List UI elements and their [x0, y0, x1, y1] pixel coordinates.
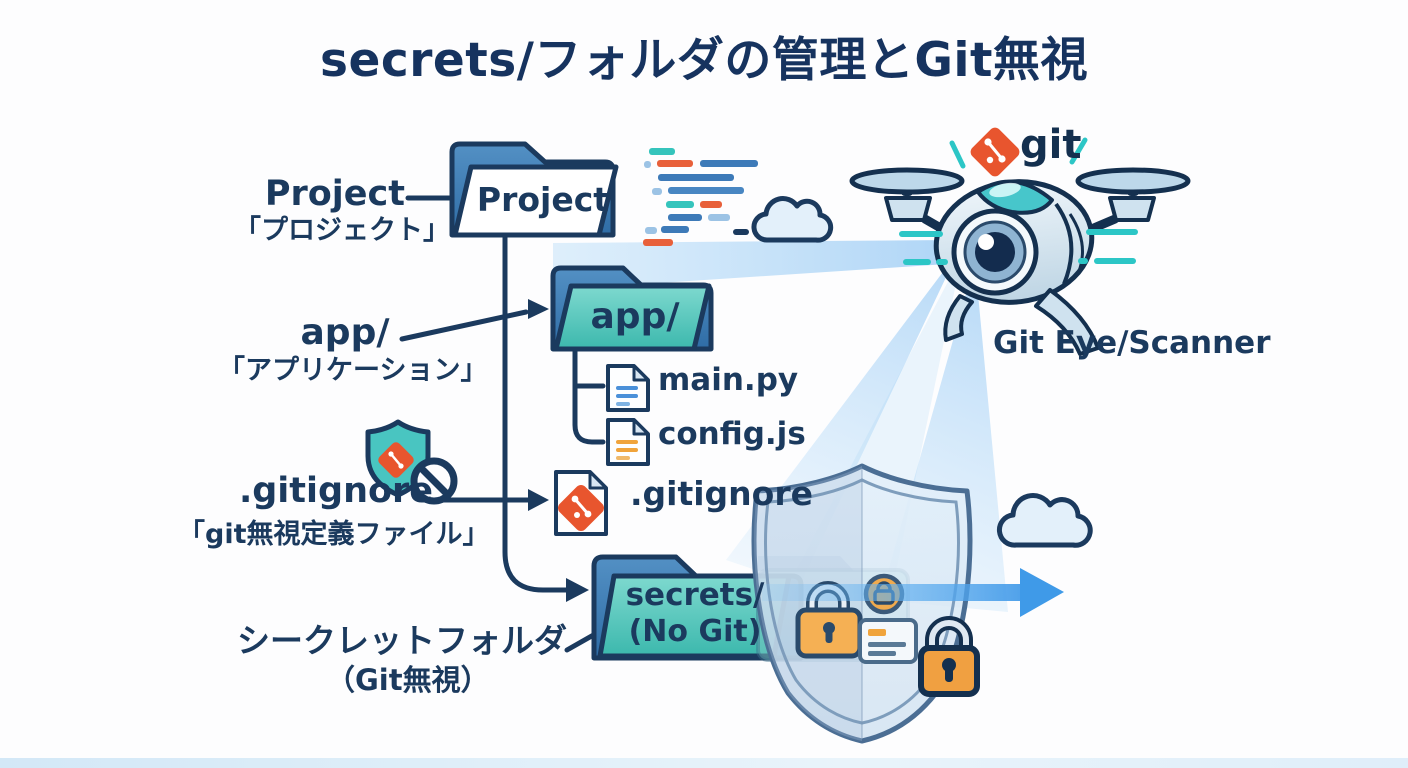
file-label-config-js: config.js	[658, 416, 806, 452]
drone-leg-right	[1034, 288, 1100, 356]
secrets-folder-label-line1: secrets/	[625, 577, 765, 613]
propeller-mount-right	[1108, 196, 1156, 222]
code-line-bar	[652, 188, 662, 195]
bottom-accent-band	[0, 758, 1408, 768]
code-line-bar	[658, 174, 734, 181]
code-snippet-decoration	[643, 148, 758, 246]
annotation-project-jp: 「プロジェクト」	[234, 215, 450, 246]
camera-eye-icon	[951, 208, 1039, 296]
propeller-mount-left	[884, 196, 932, 222]
cloud-small	[733, 196, 834, 243]
git-logo-diamond-icon	[949, 127, 1088, 177]
tree-arrowheads	[528, 299, 589, 602]
secrets-folder-label-line2: (No Git)	[628, 614, 762, 649]
code-line-bar	[668, 214, 702, 221]
file-label-gitignore: .gitignore	[630, 474, 813, 513]
code-line-bar	[644, 161, 651, 168]
code-line-bar	[661, 226, 689, 233]
project-folder	[449, 141, 619, 238]
app-folder	[550, 265, 714, 352]
code-line-bar	[657, 160, 693, 167]
code-line-bar	[666, 201, 694, 208]
flow-arrow	[762, 568, 1064, 617]
code-line-bar	[643, 239, 673, 246]
annotation-app-label: app/	[300, 312, 390, 353]
cloud-large	[996, 493, 1093, 548]
code-line-bar	[668, 187, 744, 194]
file-label-main-py: main.py	[658, 362, 799, 398]
propeller-right-icon	[1075, 167, 1191, 195]
secrets-folder	[591, 554, 804, 661]
git-scanner-drone	[849, 127, 1191, 356]
tree-connectors	[399, 195, 607, 653]
config-js-file-icon	[606, 418, 650, 466]
propeller-left-icon	[849, 167, 965, 195]
code-line-bar	[700, 201, 722, 208]
connector-app-subtree	[572, 347, 606, 445]
code-line-bar	[649, 148, 675, 155]
padlock-icon-right	[918, 616, 980, 697]
app-folder-label: app/	[590, 296, 680, 337]
connector-app-line	[399, 309, 529, 342]
annotation-project-label: Project	[264, 174, 405, 214]
annotation-gitignore-label: .gitignore	[238, 471, 434, 511]
gitignore-file-icon	[554, 470, 608, 536]
page-title: secrets/フォルダの管理とGit無視	[319, 33, 1089, 88]
project-folder-label: Project	[476, 180, 610, 219]
credentials-card-icon	[858, 618, 918, 664]
git-logo-text: git	[1020, 122, 1082, 168]
main-py-file-icon	[606, 364, 650, 412]
scanner-label: Git Eye/Scanner	[993, 325, 1271, 361]
annotation-app-jp: 「アプリケーション」	[218, 355, 488, 386]
annotation-secrets-jp: （Git無視）	[326, 663, 490, 697]
code-line-bar	[708, 214, 730, 221]
speed-dashes	[899, 229, 1138, 265]
drone-leg-left	[943, 294, 974, 342]
annotation-gitignore-jp: 「git無視定義ファイル」	[178, 519, 490, 550]
code-line-bar	[700, 160, 758, 167]
code-line-bar	[645, 227, 657, 234]
gitignore-shield-ban-icon	[365, 419, 458, 505]
connector-spine	[502, 232, 569, 593]
annotation-secrets-label: シークレットフォルダ	[237, 621, 567, 660]
